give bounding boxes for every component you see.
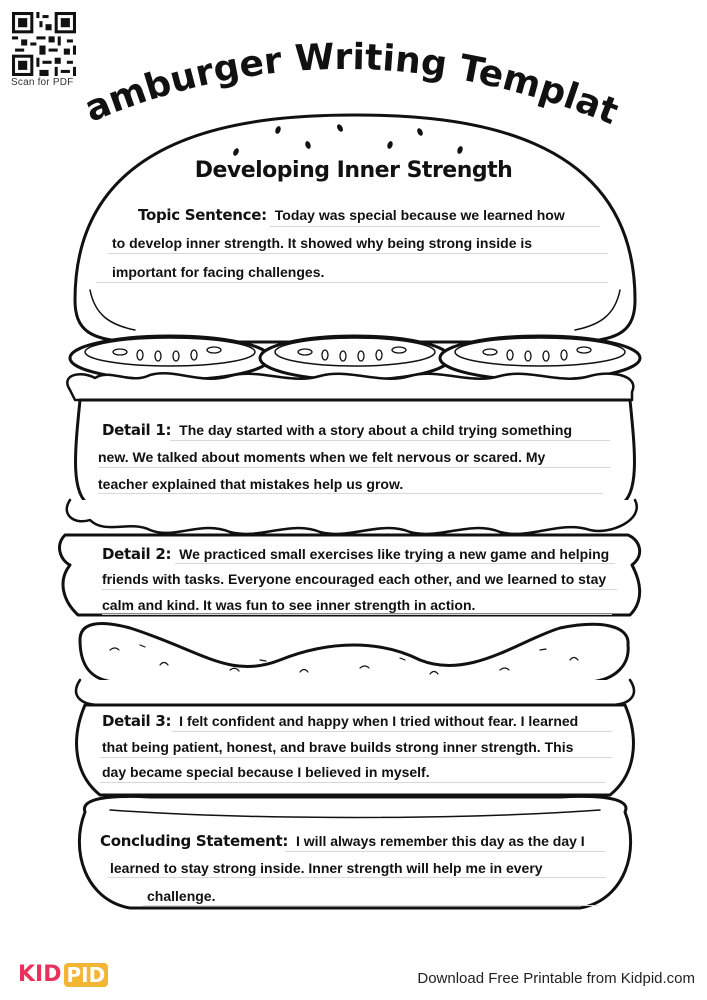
detail3-text-3: day became special because I believed in… [102,764,430,780]
detail1-label: Detail 1: [102,421,172,439]
detail1-text-2: new. We talked about moments when we fel… [98,449,546,465]
writing-rule [108,877,606,878]
qr-caption: Scan for PDF [11,77,74,88]
topic-text-1: Today was special because we learned how [274,207,565,223]
conclusion-label: Concluding Statement: [100,832,289,850]
page-title: Hamburger Writing Template [0,0,624,133]
topic-label: Topic Sentence: [138,206,267,224]
writing-rule [172,731,612,732]
worksheet-subtitle: Developing Inner Strength [194,158,513,183]
logo-pid: PID [63,962,109,987]
writing-rule [102,589,617,590]
detail3-label: Detail 3: [102,712,172,730]
download-link[interactable]: Download Free Printable from Kidpid.com [417,970,695,987]
conclusion-text-2: learned to stay strong inside. Inner str… [110,860,543,876]
writing-rule [143,905,598,906]
writing-rule [96,282,608,283]
logo-kid: KID [18,962,62,987]
writing-rule [170,440,610,441]
qr-code-icon [12,12,76,76]
conclusion-line-1: Concluding Statement: I will always remem… [100,832,585,850]
detail3-text-2: that being patient, honest, and brave bu… [102,739,574,755]
detail1-line-1: Detail 1: The day started with a story ab… [102,421,572,439]
conclusion-text-3: challenge. [147,888,216,904]
detail1-text-1: The day started with a story about a chi… [179,422,573,438]
detail1-text-3: teacher explained that mistakes help us … [98,476,404,492]
detail3-line-1: Detail 3: I felt confident and happy when… [102,712,578,730]
writing-rule [102,614,612,615]
writing-rule [98,467,610,468]
writing-rule [108,253,608,254]
detail2-text-2: friends with tasks. Everyone encouraged … [102,571,607,587]
writing-rule [100,782,605,783]
topic-text-2: to develop inner strength. It showed why… [112,235,533,251]
writing-rule [98,493,603,494]
writing-rule [175,563,615,564]
detail2-text-1: We practiced small exercises like trying… [179,546,610,562]
detail2-label: Detail 2: [102,545,172,563]
writing-rule [285,851,605,852]
detail2-text-3: calm and kind. It was fun to see inner s… [102,597,476,613]
detail2-line-1: Detail 2: We practiced small exercises li… [102,545,609,563]
conclusion-text-1: I will always remember this day as the d… [296,833,585,849]
topic-text-3: important for facing challenges. [112,264,325,280]
topic-line-1: Topic Sentence: Today was special because… [138,206,565,224]
writing-rule [100,757,612,758]
detail3-text-1: I felt confident and happy when I tried … [179,713,579,729]
writing-rule [270,226,600,227]
